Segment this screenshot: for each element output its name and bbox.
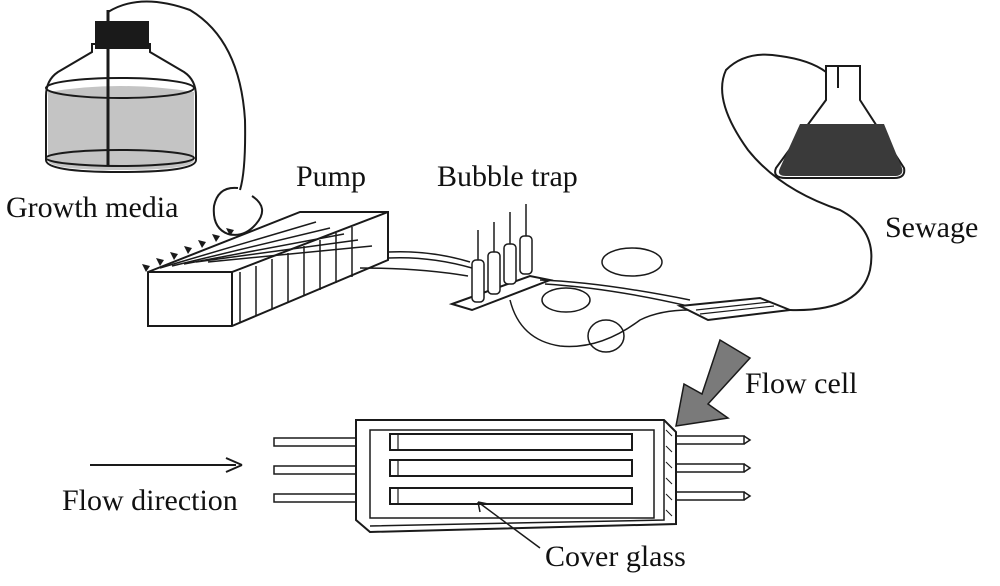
label-bubble-trap: Bubble trap [437,160,578,193]
label-growth-media: Growth media [6,191,179,224]
growth-media-liquid [48,86,194,170]
pump-tube-inlets [142,228,234,272]
growth-media-bottle [45,10,197,174]
sewage-tubing [721,53,873,312]
cover-glass-leader [477,501,541,549]
flow-direction-arrow [90,457,243,473]
bottle-cap [95,21,149,49]
media-tubing [107,0,263,236]
bubble-trap [448,204,554,312]
trap-to-flowcell-tubing [509,247,691,353]
label-sewage: Sewage [885,211,979,244]
sewage-flask [774,65,906,179]
channel-1 [389,433,633,451]
channel-3 [389,487,633,505]
pump-to-trap-tubing [359,250,473,277]
label-pump: Pump [296,160,367,193]
label-cover-glass: Cover glass [545,540,686,573]
label-flow-cell: Flow cell [745,367,858,400]
flow-cell-pointer-arrow [675,338,752,427]
sewage-liquid [778,124,903,176]
flow-cell-small [676,296,791,322]
pump [142,211,389,327]
flow-cell-large [273,419,752,534]
label-flow-direction: Flow direction [62,484,238,517]
channel-2 [389,459,633,477]
